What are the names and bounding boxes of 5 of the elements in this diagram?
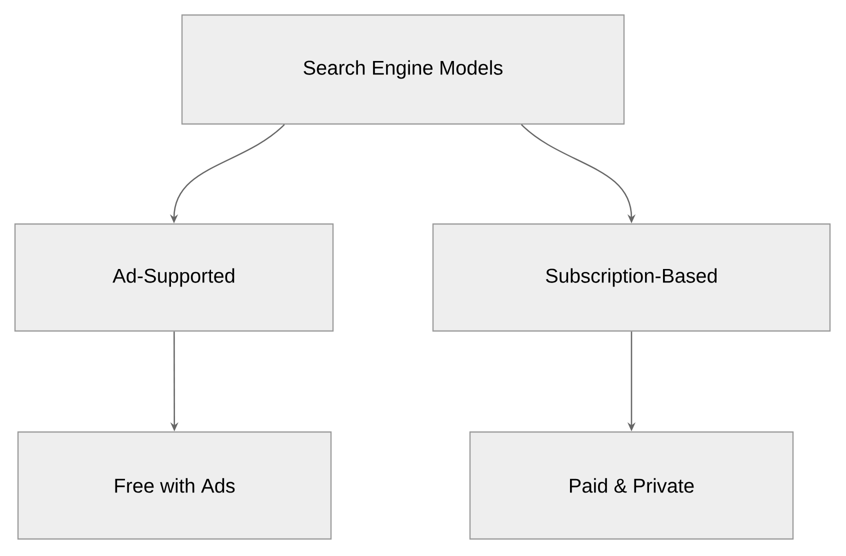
- process-box: Paid & Private: [469, 431, 794, 540]
- process-box: Search Engine Models: [181, 14, 625, 125]
- process-box: Free with Ads: [17, 431, 332, 540]
- process-box: Subscription-Based: [432, 223, 831, 332]
- process-box: Ad-Supported: [14, 223, 334, 332]
